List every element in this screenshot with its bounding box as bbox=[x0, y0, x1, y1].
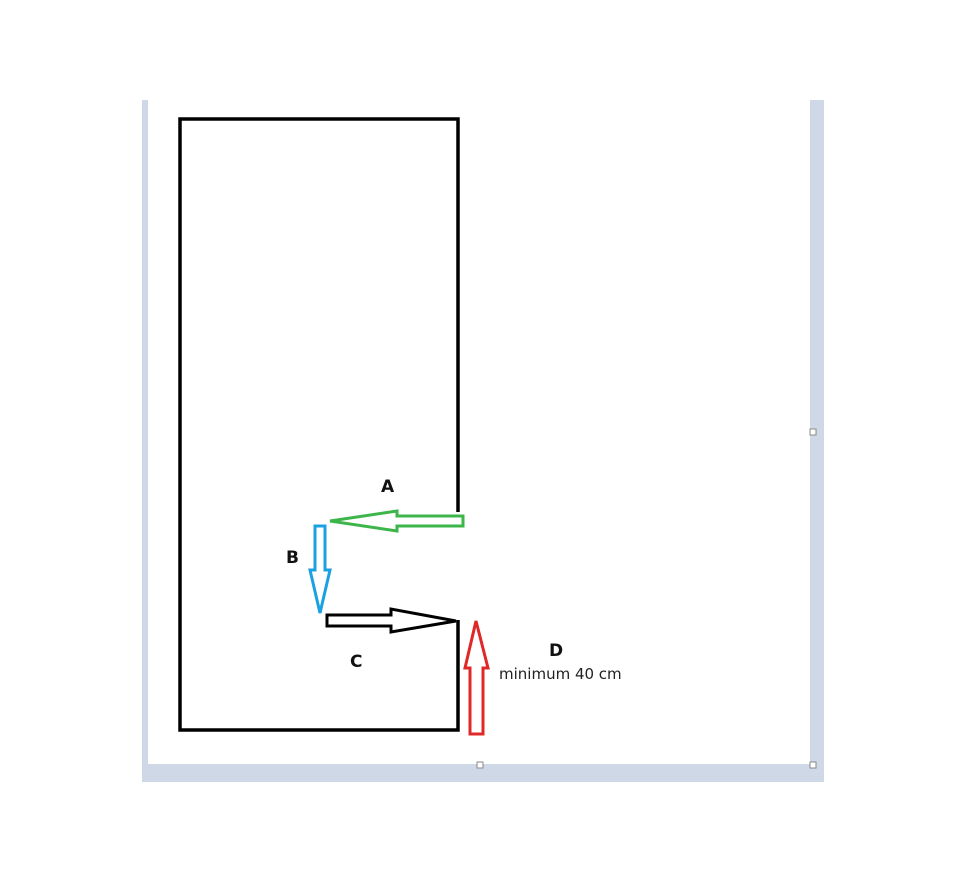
label-d-note: minimum 40 cm bbox=[499, 665, 622, 683]
wall-outline bbox=[178, 117, 460, 732]
resize-handle-bottom[interactable] bbox=[476, 761, 484, 769]
label-a: A bbox=[381, 477, 395, 497]
resize-handle-corner[interactable] bbox=[809, 761, 817, 769]
arrow-d-up-icon bbox=[463, 620, 490, 736]
arrow-c-right-icon bbox=[325, 607, 457, 634]
label-b: B bbox=[286, 548, 299, 568]
label-c: C bbox=[350, 652, 363, 672]
label-d: D bbox=[549, 641, 564, 661]
arrow-b-down-icon bbox=[308, 524, 332, 614]
resize-handle-right[interactable] bbox=[809, 428, 817, 436]
arrow-a-left-icon bbox=[329, 509, 465, 533]
